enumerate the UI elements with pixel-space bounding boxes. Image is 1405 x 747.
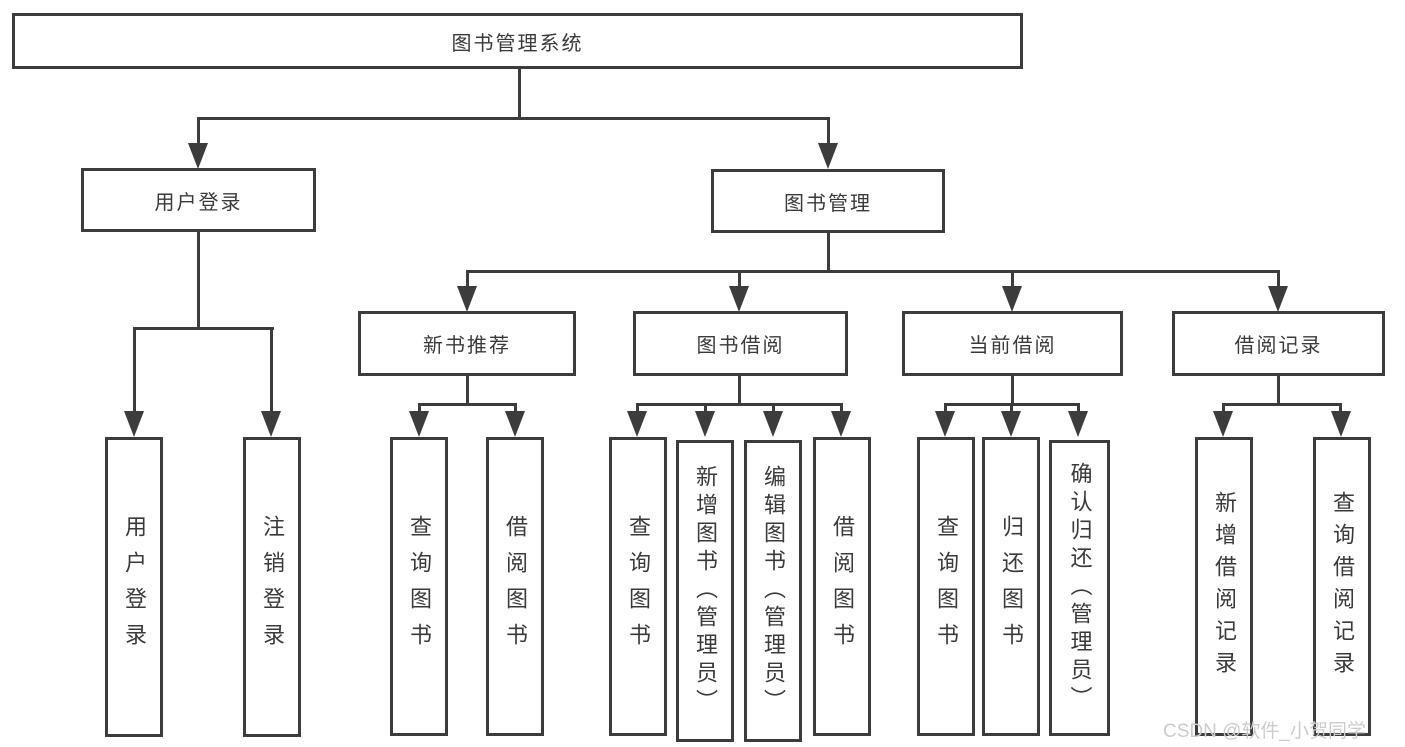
arrowhead-down-icon [935, 411, 955, 437]
node-current-borrowing-label: 当前借阅 [968, 335, 1057, 357]
csdn-watermark: CSDN @软件_小贺同学 [1163, 721, 1366, 742]
connector-bookmgmt-stem-4 [1277, 270, 1280, 287]
arrowhead-down-icon [818, 143, 838, 169]
connector-borrowing-stem-4 [840, 403, 843, 413]
node-book-management-label: 图书管理 [784, 192, 872, 215]
connector-current-stem-1 [944, 403, 947, 413]
arrowhead-down-icon [695, 411, 715, 437]
node-leaf-recommend-borrow-books-label: 借阅图书 [503, 514, 528, 659]
connector-borrowing-hline [636, 403, 842, 406]
node-leaf-user-login-label: 用户登录 [122, 515, 147, 659]
arrowhead-down-icon [188, 143, 208, 169]
node-leaf-borrow-borrow-books-label: 借阅图书 [830, 514, 855, 659]
connector-recommend-vline [466, 375, 469, 406]
arrowhead-down-icon [261, 411, 281, 437]
node-new-book-recommend-label: 新书推荐 [423, 335, 511, 357]
node-leaf-record-add-borrow-record: 新增借阅记录 [1195, 437, 1253, 736]
connector-userlogin-stem-1 [133, 327, 136, 412]
node-leaf-recommend-query-books: 查询图书 [390, 437, 448, 736]
node-leaf-borrow-edit-books-admin: 编辑图书（管理员） [744, 440, 802, 742]
connector-userlogin-hline [133, 327, 274, 330]
arrowhead-down-icon [763, 411, 783, 437]
node-borrow-records-label: 借阅记录 [1234, 335, 1323, 357]
arrowhead-down-icon [1213, 411, 1233, 437]
arrowhead-down-icon [627, 411, 647, 437]
node-leaf-record-query-borrow-record: 查询借阅记录 [1313, 437, 1371, 736]
node-borrow-records: 借阅记录 [1172, 311, 1385, 376]
node-leaf-current-return-books: 归还图书 [982, 437, 1040, 736]
node-leaf-recommend-query-books-label: 查询图书 [407, 514, 432, 659]
connector-current-vline [1011, 375, 1014, 406]
connector-current-stem-3 [1077, 403, 1080, 413]
arrowhead-down-icon [831, 411, 851, 437]
connector-bookmgmt-vline [827, 233, 830, 273]
node-book-borrowing-label: 图书借阅 [696, 335, 785, 357]
node-leaf-logout-label: 注销登录 [260, 515, 285, 659]
arrowhead-down-icon [1331, 411, 1351, 437]
connector-userlogin-stem-2 [270, 327, 273, 412]
node-book-management: 图书管理 [711, 169, 945, 233]
connector-bookmgmt-stem-3 [1011, 270, 1014, 287]
node-leaf-current-query-books-label: 查询图书 [934, 514, 959, 659]
connector-recommend-stem-2 [514, 403, 517, 413]
connector-records-stem-2 [1339, 403, 1342, 413]
node-root-label: 图书管理系统 [451, 32, 584, 55]
node-root: 图书管理系统 [12, 13, 1023, 69]
node-new-book-recommend: 新书推荐 [358, 311, 576, 376]
connector-borrowing-stem-1 [636, 403, 639, 413]
connector-records-hline [1222, 403, 1342, 406]
node-leaf-borrow-query-books: 查询图书 [609, 437, 667, 736]
node-book-borrowing: 图书借阅 [633, 311, 848, 376]
connector-bookmgmt-stem-2 [738, 270, 741, 287]
node-leaf-recommend-borrow-books: 借阅图书 [486, 437, 544, 736]
connector-records-stem-1 [1222, 403, 1225, 413]
connector-bookmgmt-stem-1 [466, 270, 469, 287]
connector-borrowing-stem-2 [704, 403, 707, 413]
arrowhead-down-icon [1268, 286, 1288, 312]
arrowhead-down-icon [1068, 411, 1088, 437]
connector-root-vline [518, 69, 521, 119]
connector-borrowing-stem-3 [772, 403, 775, 413]
arrowhead-down-icon [729, 286, 749, 312]
connector-current-stem-2 [1010, 403, 1013, 413]
connector-root-right-stem [827, 117, 830, 146]
connector-borrowing-vline [738, 375, 741, 406]
arrowhead-down-icon [457, 286, 477, 312]
arrowhead-down-icon [409, 411, 429, 437]
connector-root-left-stem [197, 117, 200, 146]
arrowhead-down-icon [1002, 286, 1022, 312]
arrowhead-down-icon [1001, 411, 1021, 437]
node-leaf-borrow-borrow-books: 借阅图书 [813, 437, 871, 736]
arrowhead-down-icon [505, 411, 525, 437]
node-user-login-label: 用户登录 [154, 191, 243, 214]
connector-root-hline [197, 117, 830, 120]
node-leaf-current-query-books: 查询图书 [917, 437, 975, 736]
node-leaf-user-login: 用户登录 [105, 437, 163, 737]
node-leaf-logout: 注销登录 [243, 437, 301, 737]
node-leaf-borrow-query-books-label: 查询图书 [626, 514, 651, 659]
node-leaf-current-return-books-label: 归还图书 [999, 514, 1024, 659]
connector-records-vline [1277, 375, 1280, 406]
connector-recommend-hline [418, 403, 517, 406]
connector-recommend-stem-1 [418, 403, 421, 413]
arrowhead-down-icon [124, 411, 144, 437]
node-leaf-borrow-add-books-admin-label: 新增图书（管理员） [693, 465, 718, 717]
connector-userlogin-vline [197, 232, 200, 330]
node-user-login: 用户登录 [81, 168, 316, 232]
node-leaf-borrow-add-books-admin: 新增图书（管理员） [676, 440, 734, 742]
connector-bookmgmt-hline [466, 270, 1280, 273]
node-leaf-record-query-borrow-record-label: 查询借阅记录 [1330, 490, 1355, 683]
node-leaf-current-confirm-return-admin-label: 确认归还（管理员） [1067, 462, 1093, 714]
node-current-borrowing: 当前借阅 [902, 311, 1123, 376]
node-leaf-record-add-borrow-record-label: 新增借阅记录 [1212, 490, 1237, 683]
node-leaf-current-confirm-return-admin: 确认归还（管理员） [1049, 440, 1110, 736]
node-leaf-borrow-edit-books-admin-label: 编辑图书（管理员） [761, 465, 786, 717]
